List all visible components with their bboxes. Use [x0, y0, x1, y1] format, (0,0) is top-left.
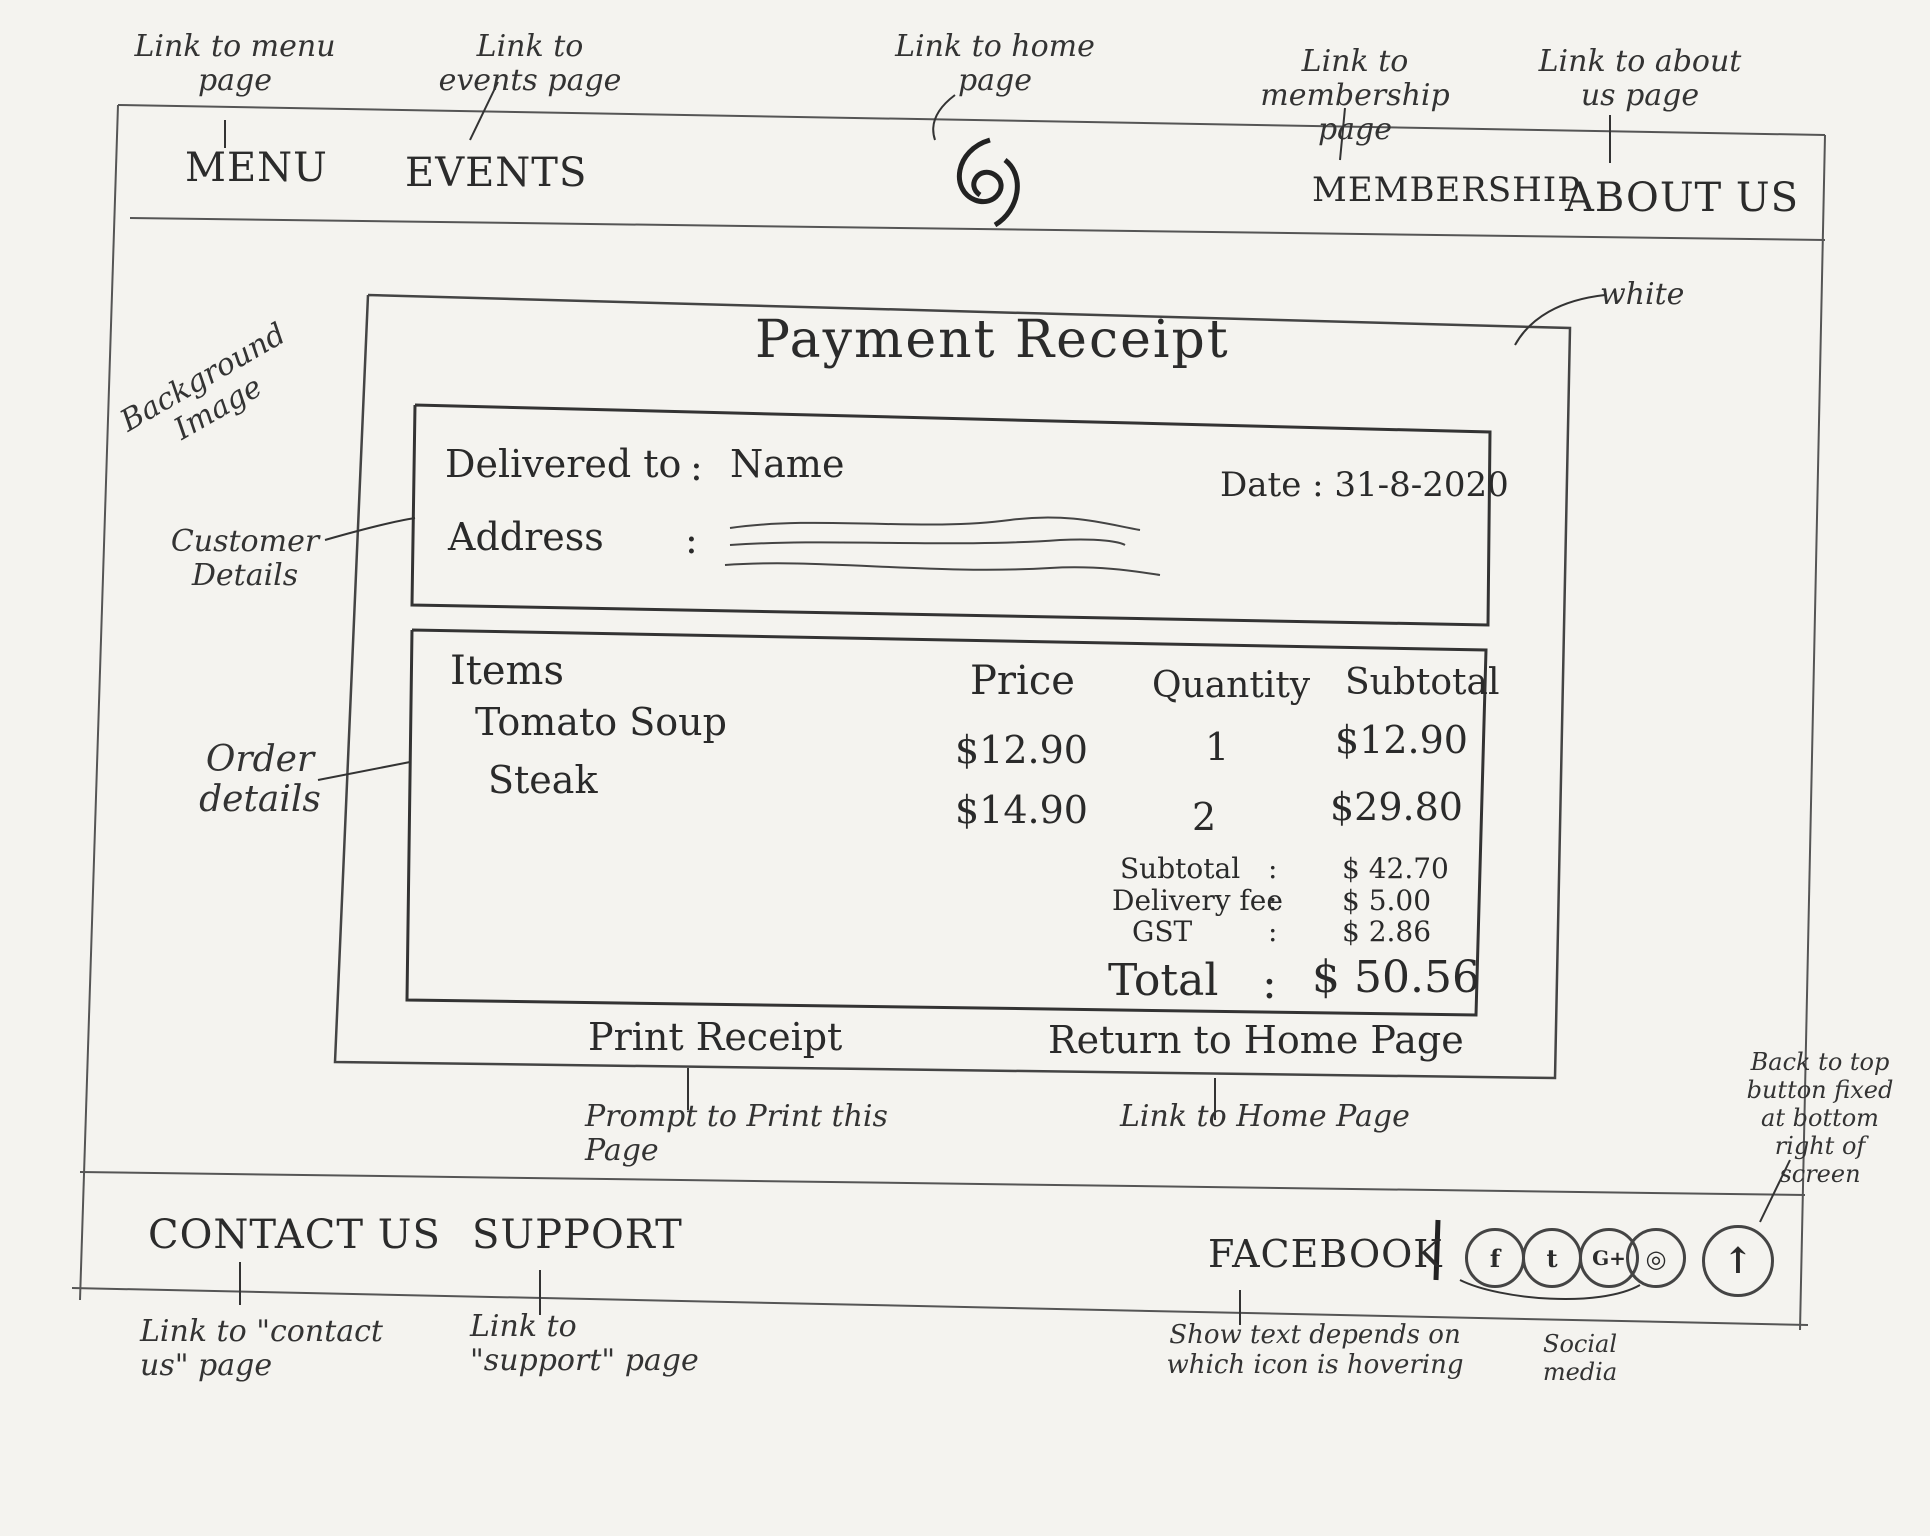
- summary-gst-value: $ 2.86: [1342, 915, 1432, 948]
- annotation-contact-link: Link to "contact us" page: [140, 1314, 383, 1383]
- delivered-colon: :: [690, 445, 703, 489]
- summary-gst-label: GST: [1132, 915, 1193, 948]
- row-price-2: $14.90: [955, 788, 1088, 832]
- annotation-customer-details: Customer Details: [170, 524, 320, 593]
- annotation-events-link: Link to events page: [438, 29, 622, 98]
- row-price-1: $12.90: [955, 728, 1088, 772]
- total-colon: :: [1262, 958, 1277, 1009]
- annotation-show-text: Show text depends on which icon is hover…: [1166, 1320, 1464, 1380]
- delivered-name: Name: [730, 442, 845, 486]
- annotation-social-media: Social media: [1542, 1330, 1618, 1386]
- annotation-home-link: Link to home page: [895, 29, 1095, 98]
- receipt-title: Payment Receipt: [755, 310, 1230, 370]
- annotation-about-link: Link to about us page: [1538, 44, 1742, 113]
- facebook-icon[interactable]: f: [1465, 1228, 1525, 1288]
- return-home-button[interactable]: Return to Home Page: [1048, 1018, 1464, 1062]
- twitter-icon[interactable]: t: [1522, 1228, 1582, 1288]
- instagram-icon[interactable]: ◎: [1626, 1228, 1686, 1288]
- summary-subtotal-colon: :: [1268, 852, 1278, 885]
- row-item-1: Tomato Soup: [475, 700, 727, 744]
- row-subtotal-2: $29.80: [1330, 785, 1463, 829]
- summary-subtotal-label: Subtotal: [1120, 852, 1241, 885]
- annotation-print-prompt: Prompt to Print this Page: [585, 1099, 888, 1168]
- logo-home-icon[interactable]: [935, 130, 1030, 230]
- row-qty-1: 1: [1205, 725, 1230, 769]
- summary-delivery-colon: :: [1268, 884, 1278, 917]
- summary-subtotal-value: $ 42.70: [1342, 852, 1449, 885]
- nav-membership-link[interactable]: MEMBERSHIP: [1312, 170, 1582, 210]
- address-label: Address: [448, 515, 604, 559]
- annotation-back-to-top: Back to top button fixed at bottom right…: [1746, 1048, 1894, 1188]
- total-label: Total: [1108, 955, 1219, 1006]
- row-subtotal-1: $12.90: [1335, 718, 1468, 762]
- summary-delivery-value: $ 5.00: [1342, 884, 1432, 917]
- row-qty-2: 2: [1192, 795, 1217, 839]
- subtotal-header: Subtotal: [1345, 662, 1500, 703]
- footer-contact-link[interactable]: CONTACT US: [148, 1212, 441, 1258]
- price-header: Price: [970, 658, 1075, 704]
- social-hover-text: FACEBOOK: [1208, 1232, 1443, 1276]
- row-item-2: Steak: [488, 758, 598, 802]
- address-colon: :: [685, 518, 698, 562]
- total-value: $ 50.56: [1312, 952, 1480, 1003]
- annotation-support-link: Link to "support" page: [470, 1309, 699, 1378]
- nav-events-link[interactable]: EVENTS: [405, 150, 588, 196]
- summary-gst-colon: :: [1268, 915, 1278, 948]
- print-receipt-button[interactable]: Print Receipt: [588, 1015, 843, 1059]
- footer-support-link[interactable]: SUPPORT: [472, 1212, 683, 1258]
- annotation-white: white: [1600, 277, 1685, 312]
- annotation-home-page-link: Link to Home Page: [1120, 1099, 1410, 1134]
- annotation-menu-link: Link to menu page: [134, 29, 336, 98]
- annotation-order-details: Order details: [199, 739, 321, 820]
- back-to-top-icon[interactable]: ↑: [1702, 1225, 1774, 1297]
- quantity-header: Quantity: [1152, 665, 1311, 706]
- receipt-date: Date : 31-8-2020: [1220, 465, 1509, 505]
- nav-menu-link[interactable]: MENU: [185, 145, 328, 191]
- nav-about-link[interactable]: ABOUT US: [1565, 175, 1800, 221]
- summary-delivery-label: Delivery fee: [1112, 884, 1283, 917]
- items-header: Items: [450, 648, 565, 694]
- delivered-label: Delivered to: [445, 442, 682, 486]
- annotation-membership-link: Link to membership page: [1260, 44, 1450, 147]
